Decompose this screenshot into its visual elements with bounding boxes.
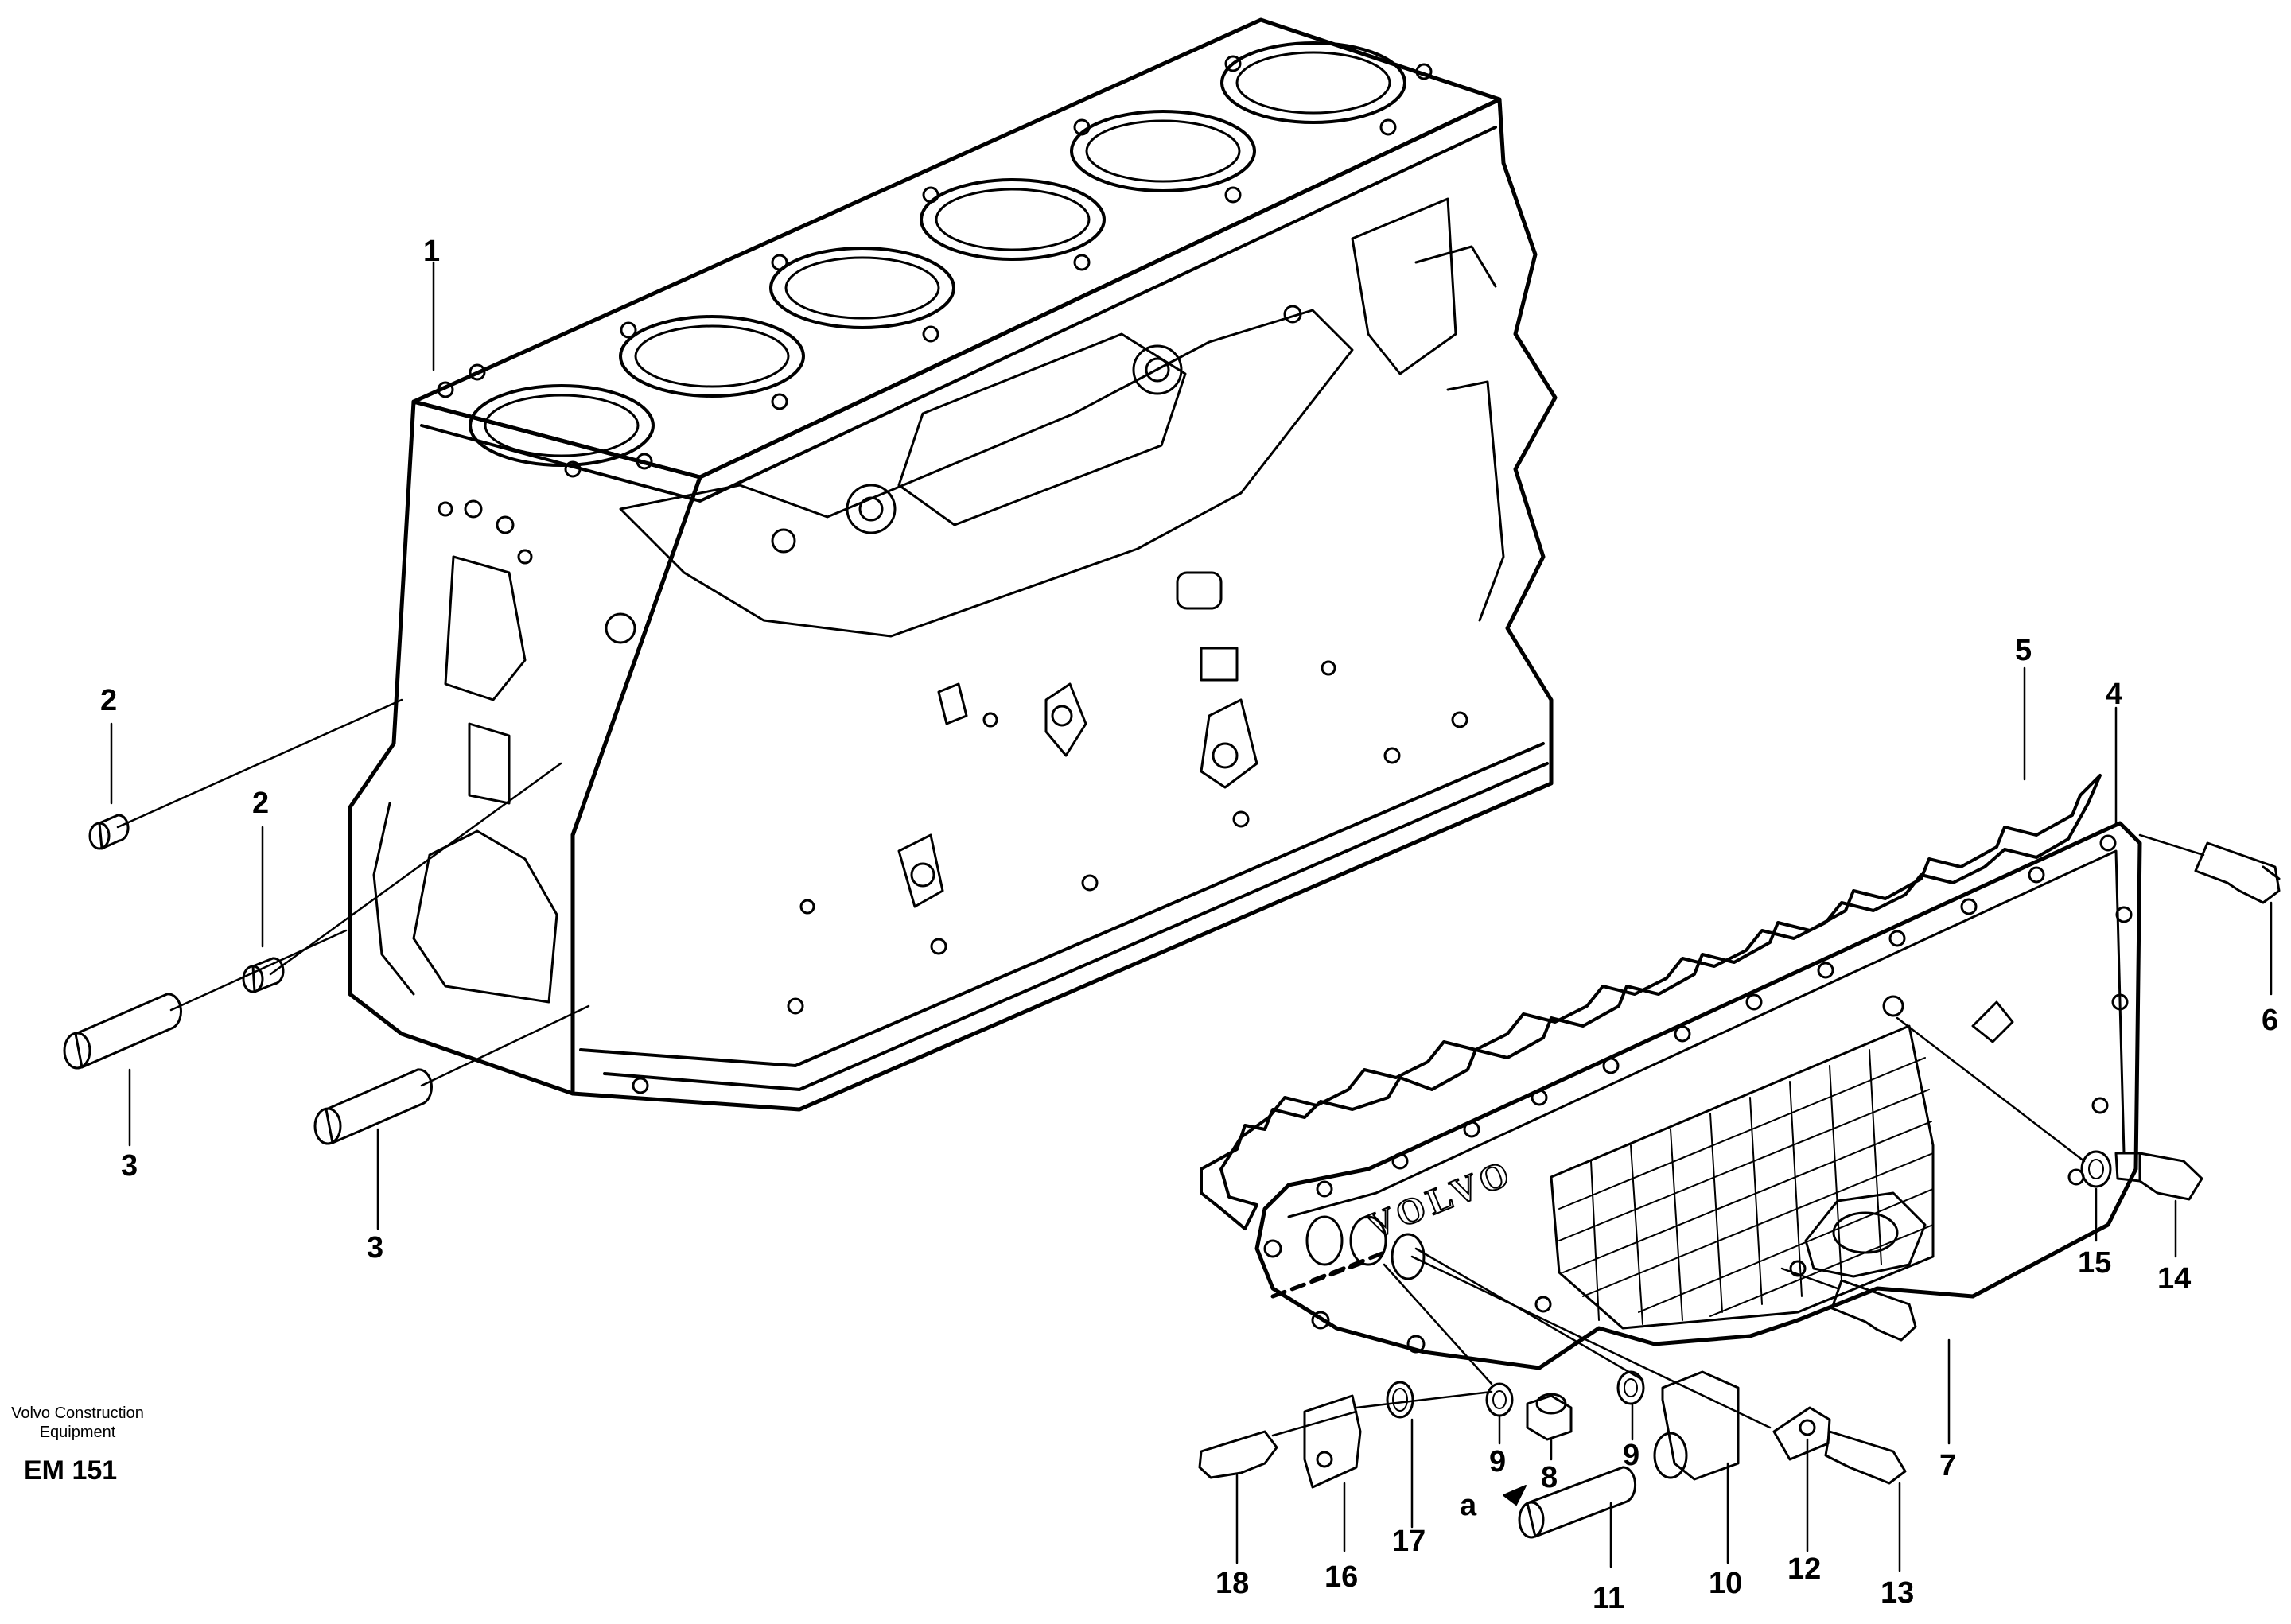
callout-13: 13 — [1881, 1576, 1914, 1610]
washer-15 — [2080, 1150, 2112, 1188]
callout-16: 16 — [1324, 1560, 1358, 1594]
plug-2-upper — [88, 814, 130, 850]
o-ring-17 — [1386, 1381, 1414, 1419]
plug-8 — [1526, 1393, 1573, 1441]
callout-3: 3 — [121, 1149, 138, 1183]
callout-9: 9 — [1623, 1439, 1639, 1472]
bolt-6 — [2194, 841, 2281, 904]
sump-logo: VOLVO — [1362, 1152, 1519, 1246]
callout-2: 2 — [252, 787, 269, 820]
callout-9: 9 — [1489, 1445, 1506, 1478]
callout-a: a — [1460, 1489, 1477, 1522]
callout-4: 4 — [2106, 678, 2122, 711]
cover-16 — [1303, 1394, 1362, 1489]
callout-12: 12 — [1787, 1552, 1821, 1586]
oil-pan — [1254, 821, 2142, 1370]
plug-2-lower — [242, 957, 285, 993]
clamp-12 — [1772, 1406, 1831, 1461]
callout-5: 5 — [2015, 634, 2032, 667]
callout-11: 11 — [1593, 1582, 1624, 1615]
credit-line-2: Equipment — [39, 1424, 116, 1441]
callout-15: 15 — [2078, 1246, 2111, 1280]
callout-17: 17 — [1392, 1525, 1426, 1558]
publisher-credit: Volvo Construction Equipment — [0, 1404, 155, 1442]
pipe-10 — [1653, 1370, 1740, 1481]
cylinder-block — [348, 17, 1558, 1112]
washer-9-left — [1485, 1382, 1514, 1417]
dowel-3-right — [313, 1068, 433, 1145]
callout-10: 10 — [1709, 1567, 1742, 1600]
callout-7: 7 — [1939, 1449, 1956, 1482]
callout-1: 1 — [423, 235, 440, 268]
callout-6: 6 — [2262, 1004, 2278, 1037]
oil-pan-gasket — [1200, 774, 2102, 1230]
dowel-3-left — [63, 993, 182, 1070]
bolt-18 — [1198, 1430, 1278, 1479]
diagram-reference-code: EM 151 — [24, 1455, 118, 1486]
credit-line-1: Volvo Construction — [11, 1404, 144, 1422]
callout-18: 18 — [1216, 1567, 1249, 1600]
bolt-13 — [1824, 1430, 1907, 1485]
arrow-a — [1503, 1485, 1527, 1506]
callout-2: 2 — [100, 684, 117, 717]
drain-plug-14 — [2114, 1152, 2203, 1201]
hose-11 — [1518, 1466, 1637, 1539]
callout-labels: 1 2 2 3 3 4 5 6 7 8 9 9 10 11 12 13 14 1… — [100, 235, 2278, 1615]
bolt-7 — [1830, 1279, 1917, 1342]
washer-9-right — [1616, 1370, 1645, 1405]
callout-8: 8 — [1541, 1461, 1558, 1494]
callout-3: 3 — [367, 1231, 383, 1265]
leader-lines — [110, 261, 2273, 1572]
callout-14: 14 — [2157, 1262, 2191, 1296]
